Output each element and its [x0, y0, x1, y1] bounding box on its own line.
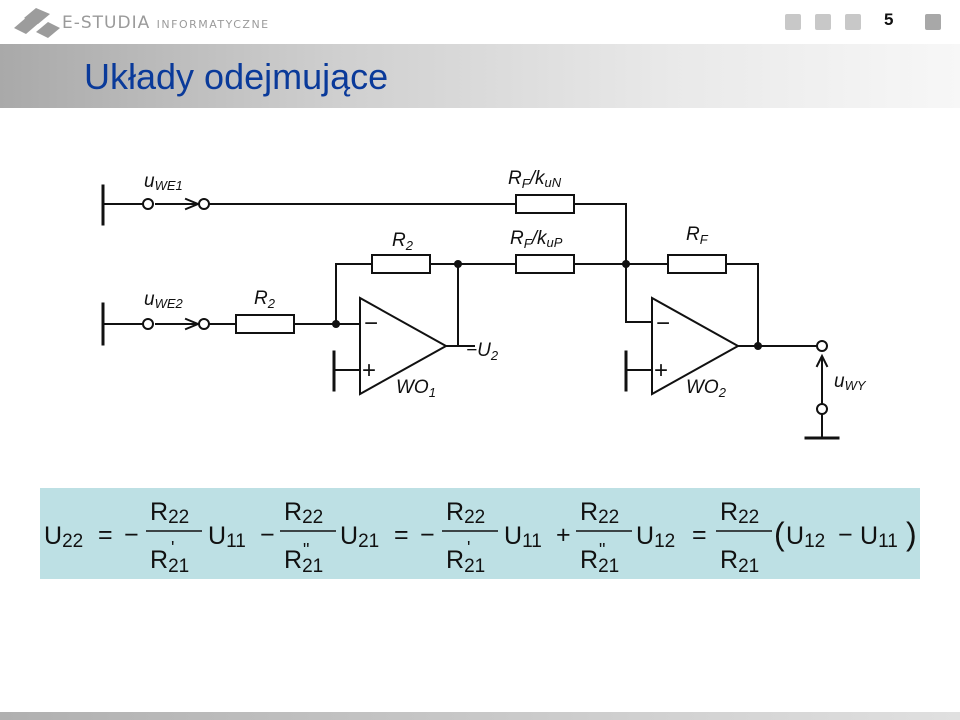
svg-text:−: −	[260, 521, 275, 549]
svg-text:−: −	[124, 521, 139, 549]
brand-sub: INFORMATYCZNE	[156, 18, 270, 31]
opamp1-plus: +	[362, 357, 376, 384]
svg-text:R21: R21	[446, 546, 485, 577]
opamp1-minus: −	[364, 310, 378, 337]
svg-text:R22: R22	[446, 498, 485, 528]
svg-text:): )	[906, 516, 917, 552]
svg-text:R22: R22	[284, 498, 323, 528]
svg-text:U22: U22	[44, 522, 83, 552]
label-rf-kup: RF/kuP	[510, 228, 563, 251]
svg-text:=: =	[98, 521, 113, 549]
nav-square-2[interactable]	[815, 14, 831, 30]
subtractor-circuit-diagram: uWE1 uWE2 R2 R2 RF/kuN RF/kuP RF −U2 WO1…	[101, 168, 867, 440]
svg-text:−: −	[420, 521, 435, 549]
label-wo2: WO2	[686, 377, 727, 400]
e-studia-logo-icon	[14, 8, 60, 38]
svg-text:R21: R21	[720, 546, 759, 577]
svg-text:=: =	[394, 521, 409, 549]
svg-text:U12: U12	[786, 522, 825, 552]
svg-text:R22: R22	[580, 498, 619, 528]
title-bar: Układy odejmujące	[0, 44, 960, 108]
svg-text:(: (	[774, 516, 785, 552]
svg-text:R21: R21	[150, 546, 189, 577]
footer-bar	[0, 712, 960, 720]
svg-text:U11: U11	[860, 522, 898, 552]
svg-text:=: =	[692, 521, 707, 549]
svg-text:R21: R21	[580, 546, 619, 577]
brand-name: E-STUDIA INFORMATYCZNE	[62, 13, 270, 33]
brand-main: E-STUDIA	[62, 13, 151, 33]
nav-square-4[interactable]	[925, 14, 941, 30]
svg-text:−: −	[838, 521, 853, 549]
svg-text:R22: R22	[720, 498, 759, 528]
header: E-STUDIA INFORMATYCZNE 5	[0, 0, 960, 44]
subtraction-formula: U22 = − R22 R21 ' U11 − R22 R21 " U21 = …	[44, 498, 917, 577]
svg-text:U11: U11	[504, 522, 542, 552]
svg-text:R22: R22	[150, 498, 189, 528]
page-number: 5	[884, 10, 894, 29]
label-wo1: WO1	[396, 377, 436, 400]
nav-square-1[interactable]	[785, 14, 801, 30]
svg-text:U11: U11	[208, 522, 246, 552]
label-r2-input: R2	[254, 288, 276, 311]
label-r2-feedback: R2	[392, 230, 414, 253]
label-uwe2: uWE2	[144, 289, 184, 311]
svg-text:': '	[467, 538, 470, 558]
svg-text:": "	[599, 540, 605, 560]
slide-title: Układy odejmujące	[84, 56, 389, 97]
nav-square-3[interactable]	[845, 14, 861, 30]
label-rf: RF	[686, 224, 709, 247]
formula-box: U22 = − R22 R21 ' U11 − R22 R21 " U21 = …	[40, 488, 920, 579]
opamp2-minus: −	[656, 310, 670, 337]
label-u2: −U2	[466, 340, 499, 363]
label-uwy: uWY	[834, 371, 867, 393]
svg-text:U12: U12	[636, 522, 675, 552]
svg-text:+: +	[556, 521, 571, 549]
svg-text:R21: R21	[284, 546, 323, 577]
svg-text:U21: U21	[340, 522, 379, 552]
svg-text:': '	[171, 538, 174, 558]
opamp2-plus: +	[654, 357, 668, 384]
svg-text:": "	[303, 540, 309, 560]
label-rf-kun: RF/kuN	[508, 168, 562, 191]
label-uwe1: uWE1	[144, 171, 183, 193]
